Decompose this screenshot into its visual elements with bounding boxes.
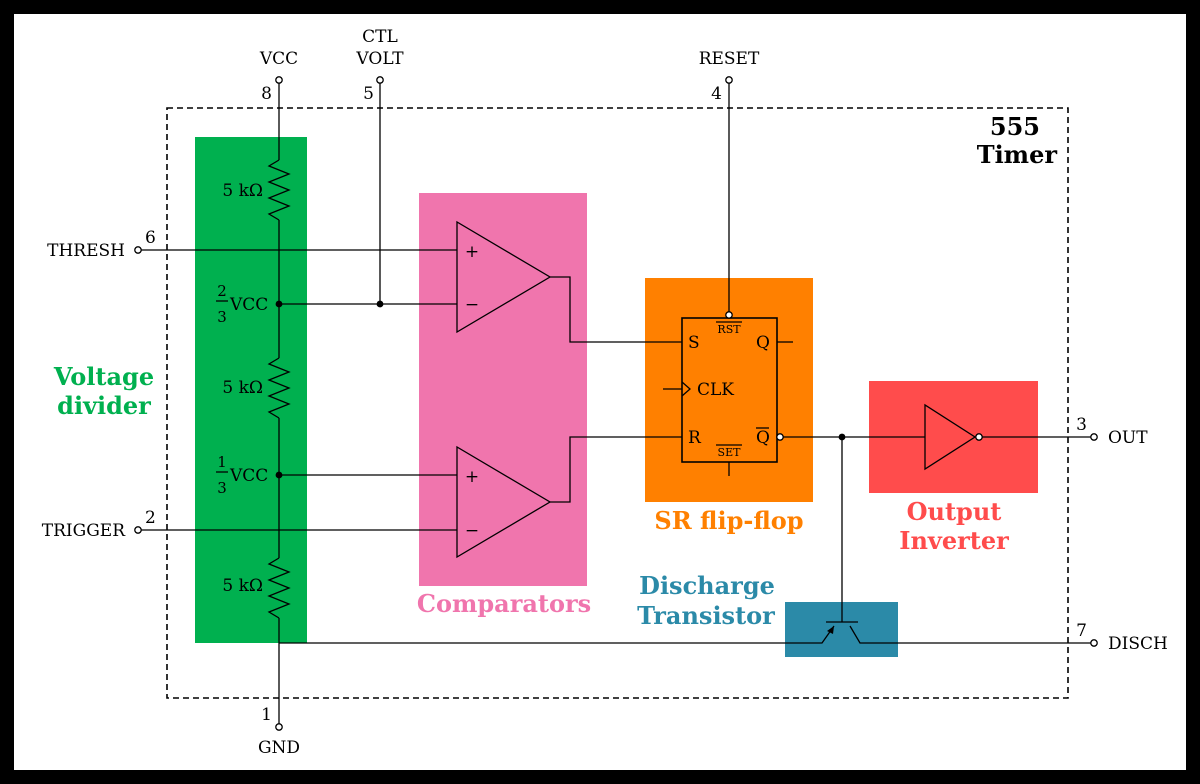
out-terminal[interactable]: [1090, 433, 1098, 441]
resistor-1-label: 5 kΩ: [222, 181, 263, 201]
ff-clk-pin: CLK: [697, 380, 734, 400]
title-line1: 555: [990, 112, 1040, 141]
gnd-pin-number: 1: [261, 705, 272, 725]
qbar-junction: [838, 433, 846, 441]
lower-cmp-to-r-wire: [550, 436, 682, 503]
out-pin-number: 3: [1076, 415, 1087, 435]
transistor-label-line2: Transistor: [637, 601, 775, 630]
ff-rst-pin: RST: [717, 323, 741, 336]
transistor-label-line1: Discharge: [639, 571, 775, 600]
gnd-label: GND: [258, 738, 300, 758]
inverter-label-line1: Output: [907, 497, 1002, 526]
emitter-arrow-icon: [827, 626, 834, 634]
lower-tap-junction: [275, 471, 283, 479]
resistor-3: [267, 557, 291, 619]
reset-terminal[interactable]: [725, 76, 733, 84]
disch-pin-number: 7: [1076, 621, 1087, 641]
ctl-label-line1: CTL: [362, 27, 398, 47]
out-label: OUT: [1108, 428, 1148, 448]
ff-r-pin: R: [688, 428, 702, 448]
ctl-junction: [376, 300, 384, 308]
ctl-terminal[interactable]: [376, 76, 384, 84]
ff-set-pin: SET: [718, 446, 742, 459]
voltage-divider-block: [195, 137, 307, 643]
thresh-terminal[interactable]: [134, 246, 142, 254]
trigger-terminal[interactable]: [134, 526, 142, 534]
ff-q-pin: Q: [756, 333, 770, 353]
upper-cmp-to-s-wire: [550, 276, 682, 343]
lower-comparator: [456, 445, 552, 559]
upper-plus-sign: +: [465, 242, 479, 262]
title-line2: Timer: [977, 140, 1058, 169]
ff-s-pin: S: [688, 333, 700, 353]
lower-tap-numerator: 1: [217, 453, 227, 471]
reset-label: RESET: [699, 49, 760, 69]
ctl-pin-number: 5: [363, 84, 374, 104]
resistor-3-label: 5 kΩ: [222, 576, 263, 596]
thresh-label: THRESH: [47, 241, 125, 261]
inverter-triangle: [924, 403, 977, 471]
resistor-1: [267, 159, 291, 221]
vcc-terminal[interactable]: [275, 76, 283, 84]
inverter-bubble-icon: [975, 433, 983, 441]
ff-qbar-pin: Q: [756, 428, 770, 448]
qbar-bubble-icon: [776, 433, 784, 441]
upper-comparator: [456, 220, 552, 334]
comparators-label: Comparators: [417, 589, 591, 618]
upper-tap-numerator: 2: [217, 282, 227, 300]
thresh-pin-number: 6: [145, 228, 156, 248]
voltage-divider-label-line2: divider: [57, 391, 151, 420]
upper-minus-sign: −: [465, 295, 479, 315]
voltage-divider-label-line1: Voltage: [53, 362, 154, 391]
upper-tap-unit: VCC: [229, 295, 268, 315]
reset-pin-number: 4: [711, 84, 722, 104]
vcc-pin-number: 8: [261, 84, 272, 104]
comparators-block: [419, 193, 587, 586]
trigger-label: TRIGGER: [42, 521, 126, 541]
reset-bubble-icon: [725, 311, 733, 319]
lower-tap-unit: VCC: [229, 466, 268, 486]
flipflop-label: SR flip-flop: [654, 506, 803, 535]
resistor-2-label: 5 kΩ: [222, 378, 263, 398]
disch-wire: [849, 625, 1091, 644]
upper-tap-junction: [275, 300, 283, 308]
gnd-terminal[interactable]: [275, 723, 283, 731]
inverter-label-line2: Inverter: [899, 526, 1009, 555]
ctl-label-line2: VOLT: [355, 49, 404, 69]
lower-plus-sign: +: [465, 467, 479, 487]
trigger-pin-number: 2: [145, 508, 156, 528]
chip-boundary: [166, 107, 1069, 699]
vcc-label: VCC: [259, 49, 298, 69]
disch-label: DISCH: [1108, 634, 1168, 654]
lower-tap-denominator: 3: [217, 479, 227, 497]
disch-terminal[interactable]: [1090, 639, 1098, 647]
resistor-2: [267, 357, 291, 419]
upper-tap-denominator: 3: [217, 308, 227, 326]
lower-minus-sign: −: [465, 521, 479, 541]
clk-triangle-icon: [681, 381, 691, 397]
